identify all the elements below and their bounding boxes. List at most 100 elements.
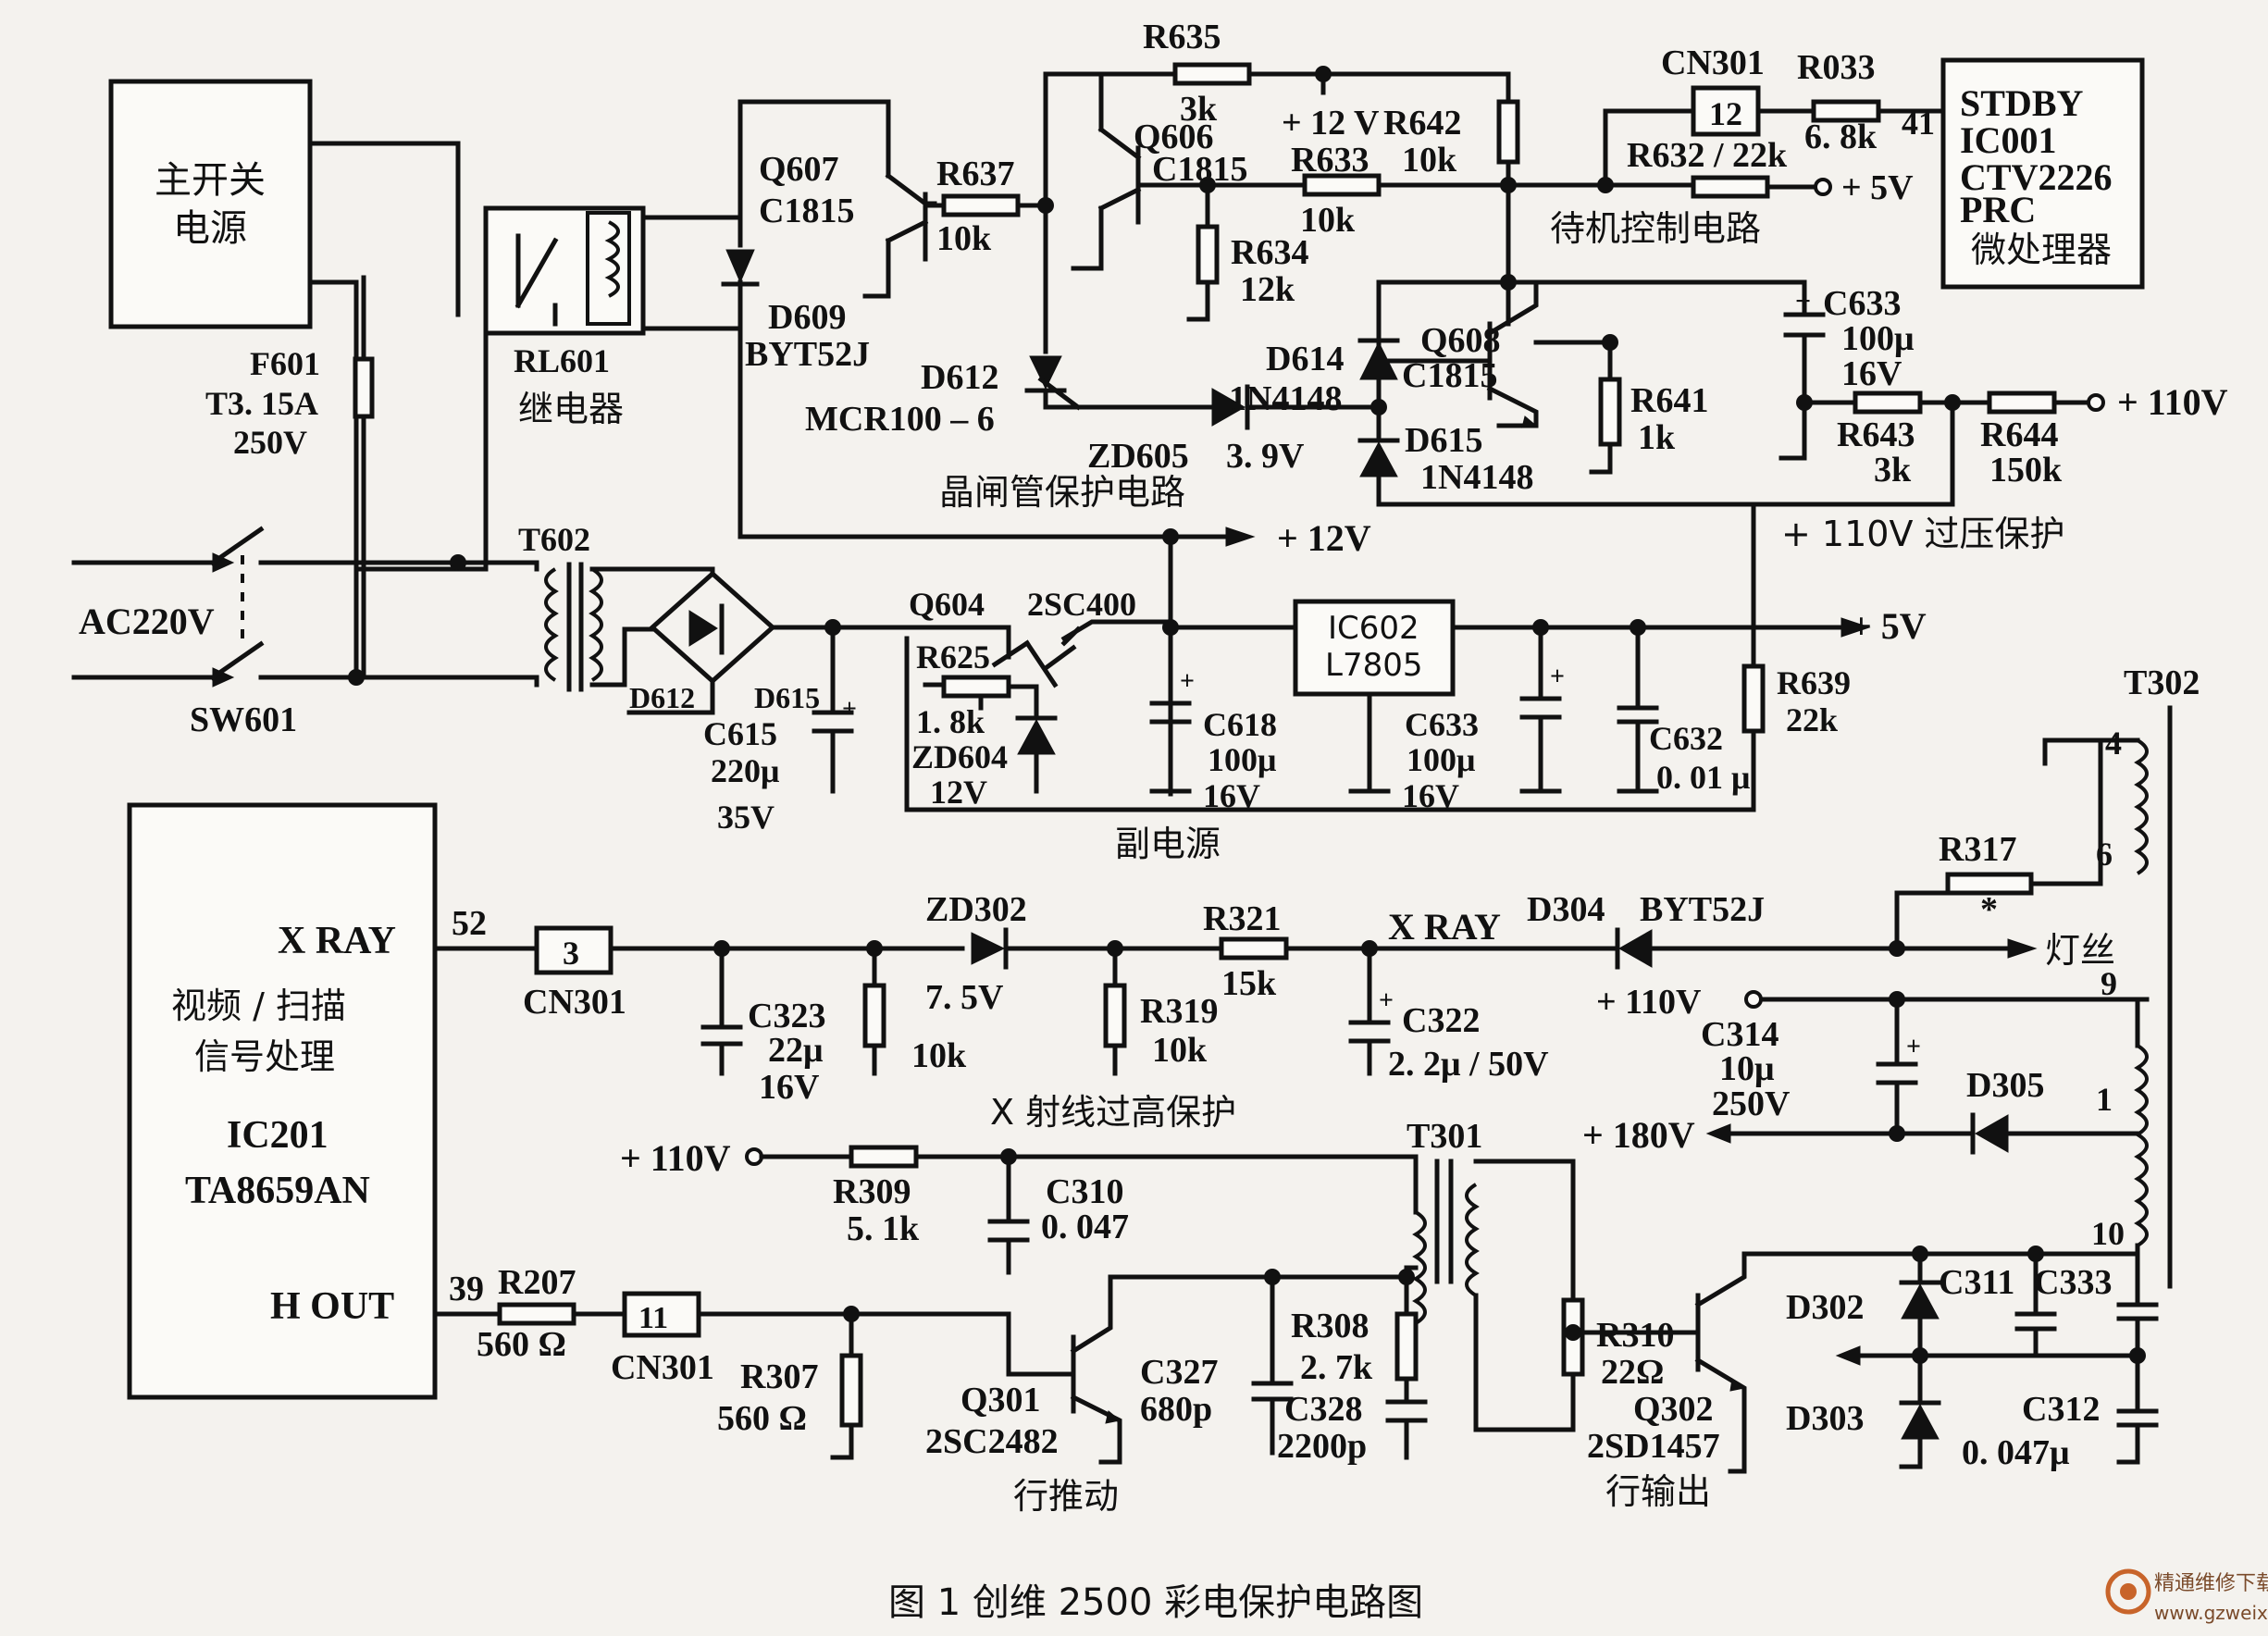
c618-label: C618	[1203, 706, 1277, 743]
micro-cpu-label: 微处理器	[1971, 229, 2112, 270]
c615-label: C615	[703, 715, 777, 752]
d615-label: D615	[1405, 421, 1482, 460]
c327-label: C327	[1140, 1353, 1218, 1392]
q301-label: Q301	[960, 1381, 1041, 1419]
r635-value: 3k	[1180, 90, 1218, 129]
t302-label: T302	[2124, 663, 2200, 702]
r632-label: R632 / 22k	[1627, 136, 1788, 175]
micro-ic001: STDBY IC001 CTV2226 PRC 微处理器	[1940, 57, 2145, 290]
r207-value: 560 Ω	[477, 1325, 566, 1364]
f601-rating: 250V	[233, 424, 307, 461]
d612-type: MCR100 – 6	[805, 400, 995, 439]
r321-value: 15k	[1221, 964, 1277, 1003]
r644-label: R644	[1980, 415, 2058, 454]
c633-bottom-label: C633	[1405, 706, 1479, 743]
r643-label: R643	[1837, 415, 1915, 454]
ovp-110v: + C633 100μ 16V R643 3k R644 150k + 110V…	[1751, 279, 2228, 554]
c328-value: 2200p	[1277, 1427, 1367, 1466]
c323-label: C323	[748, 997, 825, 1035]
r033-value: 6. 8k	[1804, 118, 1878, 156]
standby-control: 12 CN301 R033 6. 8k 41 R632 / 22k + 5V 待…	[1506, 43, 1946, 249]
r307-label: R307	[740, 1357, 818, 1396]
q606-type: C1815	[1152, 150, 1247, 189]
d614-type: 1N4148	[1229, 379, 1342, 418]
sw601-label: SW601	[190, 700, 297, 739]
c314-voltage: 250V	[1712, 1084, 1791, 1123]
heater-label: 灯丝	[2045, 930, 2115, 971]
plus-12v-label: + 12 V	[1282, 104, 1380, 143]
r308-value: 2. 7k	[1300, 1348, 1373, 1387]
svg-text:+: +	[1379, 986, 1394, 1015]
input-wiring	[71, 141, 539, 688]
ovp-caption: + 110V 过压保护	[1781, 514, 2065, 554]
cn301-pin11: 11	[638, 1301, 668, 1335]
c311-label: C311	[1939, 1263, 2014, 1302]
c312-label: C312	[2022, 1390, 2100, 1429]
scr-d612: D612 MCR100 – 6	[805, 71, 1173, 439]
micro-model: CTV2226	[1960, 156, 2112, 198]
flyback-t302: T302 4 6 9 1 10	[1751, 663, 2200, 1289]
main-power-label-2: 电源	[173, 207, 247, 250]
c328-label: C328	[1284, 1390, 1362, 1429]
cn301-pin3: 3	[563, 935, 579, 972]
transformer-t602: T602	[518, 521, 603, 692]
r639-value: 22k	[1786, 701, 1838, 738]
ic201-type: TA8659AN	[185, 1170, 370, 1212]
c633-top-voltage: 16V	[1841, 354, 1902, 393]
aux-power-caption: 副电源	[1115, 824, 1221, 864]
ic201-func-1: 视频 / 扫描	[171, 985, 346, 1026]
ic201-hout-pin: H OUT	[270, 1285, 394, 1328]
q301-type: 2SC2482	[925, 1422, 1059, 1461]
r207-label: R207	[498, 1263, 576, 1302]
c310-value: 0. 047	[1041, 1208, 1129, 1246]
plus-110v-ovp-label: + 110V	[2117, 381, 2228, 423]
r307-value: 560 Ω	[717, 1399, 807, 1438]
r625-value: 1. 8k	[916, 703, 985, 740]
c323-voltage: 16V	[759, 1068, 820, 1107]
r641-value: 1k	[1638, 418, 1676, 457]
d612-bridge-label: D612	[629, 681, 695, 714]
r641-label: R641	[1630, 381, 1708, 420]
h-output: R310 22Ω Q302 2SD1457 D302 D303 C311 C33…	[1561, 1246, 2159, 1512]
xray-node-label: X RAY	[1388, 906, 1501, 948]
q607-label: Q607	[759, 150, 839, 189]
svg-text:+: +	[1906, 1033, 1921, 1061]
r309-value: 5. 1k	[847, 1209, 920, 1248]
d615-type: 1N4148	[1420, 458, 1533, 497]
t301-label: T301	[1407, 1117, 1482, 1156]
r633-value: 10k	[1300, 201, 1356, 240]
zd605-value: 3. 9V	[1226, 437, 1305, 476]
zd604-label: ZD604	[911, 738, 1008, 775]
plus-12v-rail-label: + 12V	[1277, 517, 1371, 559]
c322-value: 2. 2μ / 50V	[1388, 1045, 1549, 1084]
scr-protect-caption: 晶闸管保护电路	[939, 472, 1185, 513]
cn301-bottom-label: CN301	[611, 1348, 714, 1387]
c333-label: C333	[2034, 1263, 2112, 1302]
relay-caption: 继电器	[518, 389, 624, 429]
plus-5v-rail-label: + 5V	[1851, 605, 1927, 647]
q608-region: Q608 C1815 D614 1N4148 D615 1N4148 ZD605…	[939, 279, 1807, 563]
h-out-caption: 行输出	[1605, 1471, 1711, 1512]
cn301-mid-label: CN301	[523, 983, 626, 1022]
micro-ic001-label: IC001	[1960, 119, 2056, 161]
d304-label: D304	[1527, 890, 1605, 929]
r635-label: R635	[1143, 18, 1221, 56]
t302-pin1: 1	[2096, 1081, 2113, 1118]
q302-type: 2SD1457	[1587, 1427, 1720, 1466]
ic201-block: X RAY 视频 / 扫描 信号处理 IC201 TA8659AN H OUT	[127, 802, 438, 1400]
c632-value: 0. 01 μ	[1656, 759, 1750, 796]
q604-label: Q604	[909, 586, 985, 623]
q606-region: R635 3k Q606 C1815 R633 10k R634 12k + 1…	[1043, 18, 1520, 322]
zd604-value: 12V	[930, 774, 987, 811]
t302-pin9: 9	[2101, 965, 2117, 1002]
micro-stdby: STDBY	[1960, 82, 2083, 124]
c312-value: 0. 047μ	[1962, 1433, 2070, 1472]
ac220v-label: AC220V	[79, 601, 215, 642]
c633-bottom-voltage: 16V	[1402, 777, 1459, 814]
t302-pin6: 6	[2096, 836, 2113, 873]
ic602-label: IC602	[1328, 610, 1419, 647]
c618-value: 100μ	[1208, 741, 1276, 778]
d302-label: D302	[1786, 1288, 1864, 1327]
ic602-type: L7805	[1325, 647, 1422, 684]
main-power-label-1: 主开关	[155, 159, 266, 202]
